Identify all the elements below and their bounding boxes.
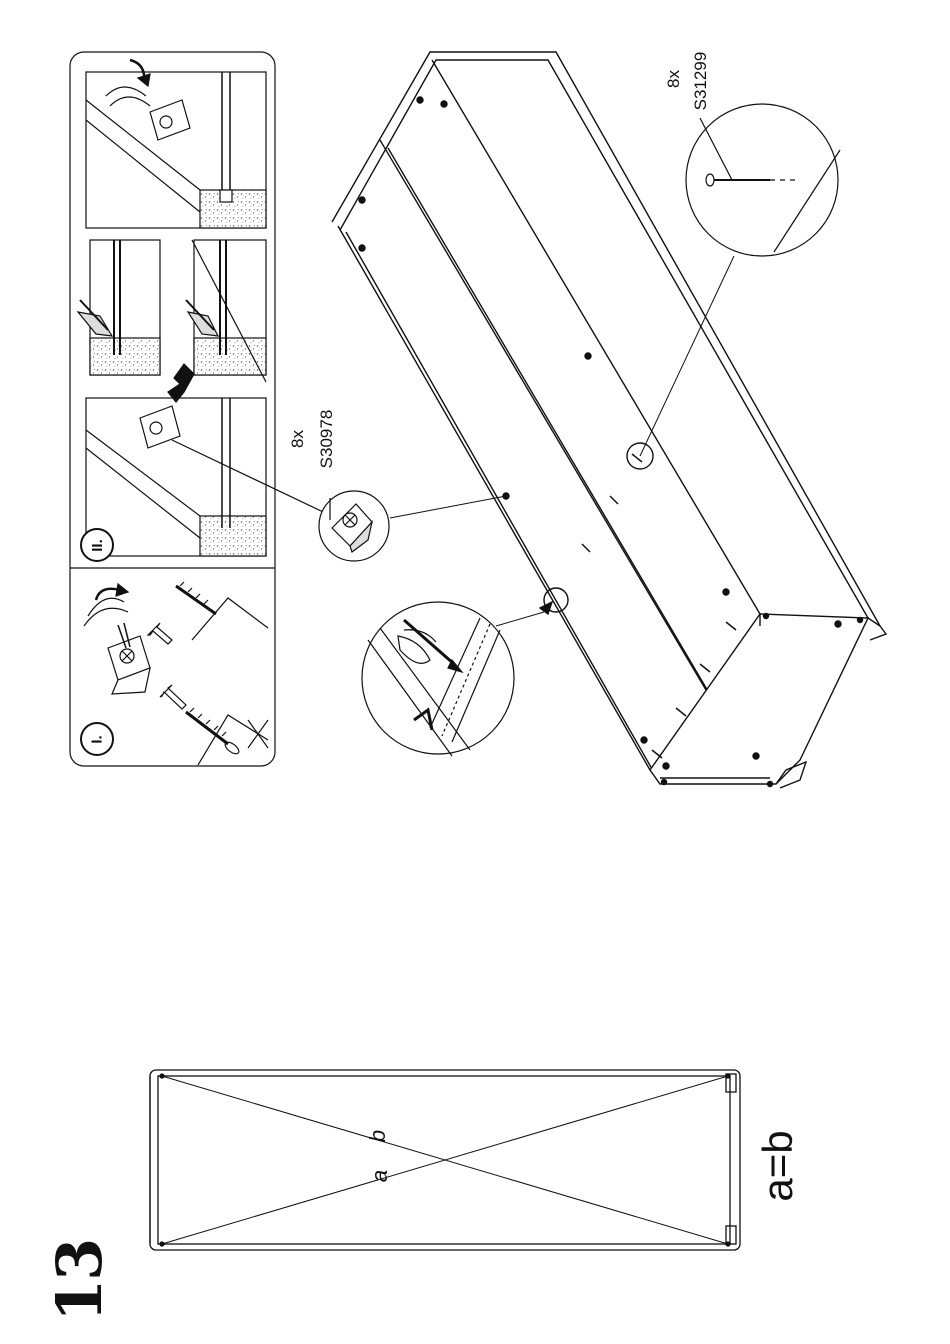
rotate-arrow-icon	[116, 584, 128, 596]
step-number: 13	[44, 1242, 116, 1322]
inset-ii-panel-c	[186, 240, 266, 382]
inset-ii-panel-d	[86, 364, 266, 556]
diagonal-label-a: a	[368, 1164, 392, 1188]
part-code-s31299: S31299	[690, 36, 712, 126]
part-code-s30978: S30978	[316, 394, 338, 484]
inset-badge-i: I.	[80, 722, 114, 756]
screw-icon	[176, 582, 216, 614]
inset-panel	[70, 52, 340, 766]
screw-icon	[186, 708, 241, 756]
zoom-connector	[319, 491, 389, 561]
zoom-nail	[686, 104, 840, 256]
part-qty-s30978: 8x	[287, 419, 309, 459]
arrow-icon	[168, 364, 194, 402]
diagonal-equation: a=b	[754, 1118, 802, 1214]
inset-label-ii: II.	[88, 539, 105, 552]
inset-ii-panel-b	[78, 240, 160, 375]
part-qty-s31299: 8x	[663, 59, 685, 99]
rotate-arrow-icon	[138, 74, 150, 86]
inset-label-i: I.	[89, 735, 106, 743]
zoom-pencil	[362, 602, 514, 756]
inset-badge-ii: II.	[80, 528, 114, 562]
inset-ii-panel-a	[86, 60, 266, 228]
diagonal-label-b: b	[366, 1124, 390, 1148]
diagonal-frame	[150, 1070, 740, 1250]
